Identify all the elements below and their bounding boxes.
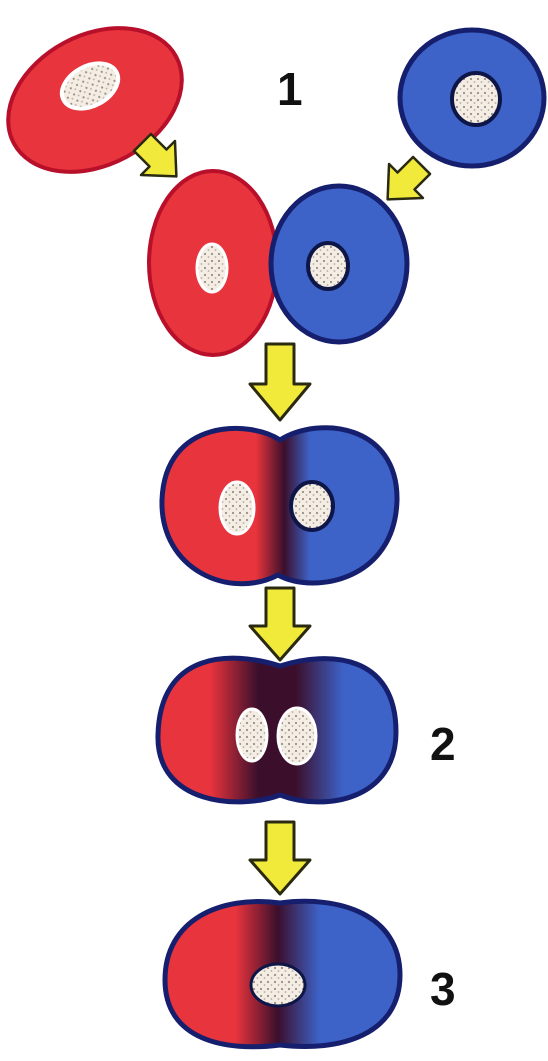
red-cell-nucleus-contact [195,242,229,294]
arrow-down-2 [248,586,312,662]
arrow-red-to-contact [132,132,178,178]
red-cell-initial [6,26,184,174]
arrow-down-3 [248,820,312,896]
hybrid-cell [162,898,403,1050]
blue-nucleus-fused [276,706,318,766]
step-label-2: 2 [430,718,456,770]
blue-nucleus-fusing [289,480,335,532]
red-cell-nucleus [59,61,121,111]
hybrid-nucleus [249,962,307,1008]
step-label-3: 3 [430,963,456,1015]
red-nucleus-fusing [218,480,256,536]
arrow-down-1 [248,342,312,422]
step-label-1: 1 [277,63,303,115]
arrow-blue-to-contact [386,155,432,201]
red-cell-contact [147,169,279,357]
red-nucleus-fused [235,707,269,763]
fused-cell-two-nuclei [155,655,399,805]
fusing-cells [159,425,400,587]
blue-cell-initial [397,27,547,169]
blue-cell-nucleus-contact [306,241,350,291]
blue-cell-contact [268,183,410,345]
blue-cell-nucleus [450,71,502,127]
